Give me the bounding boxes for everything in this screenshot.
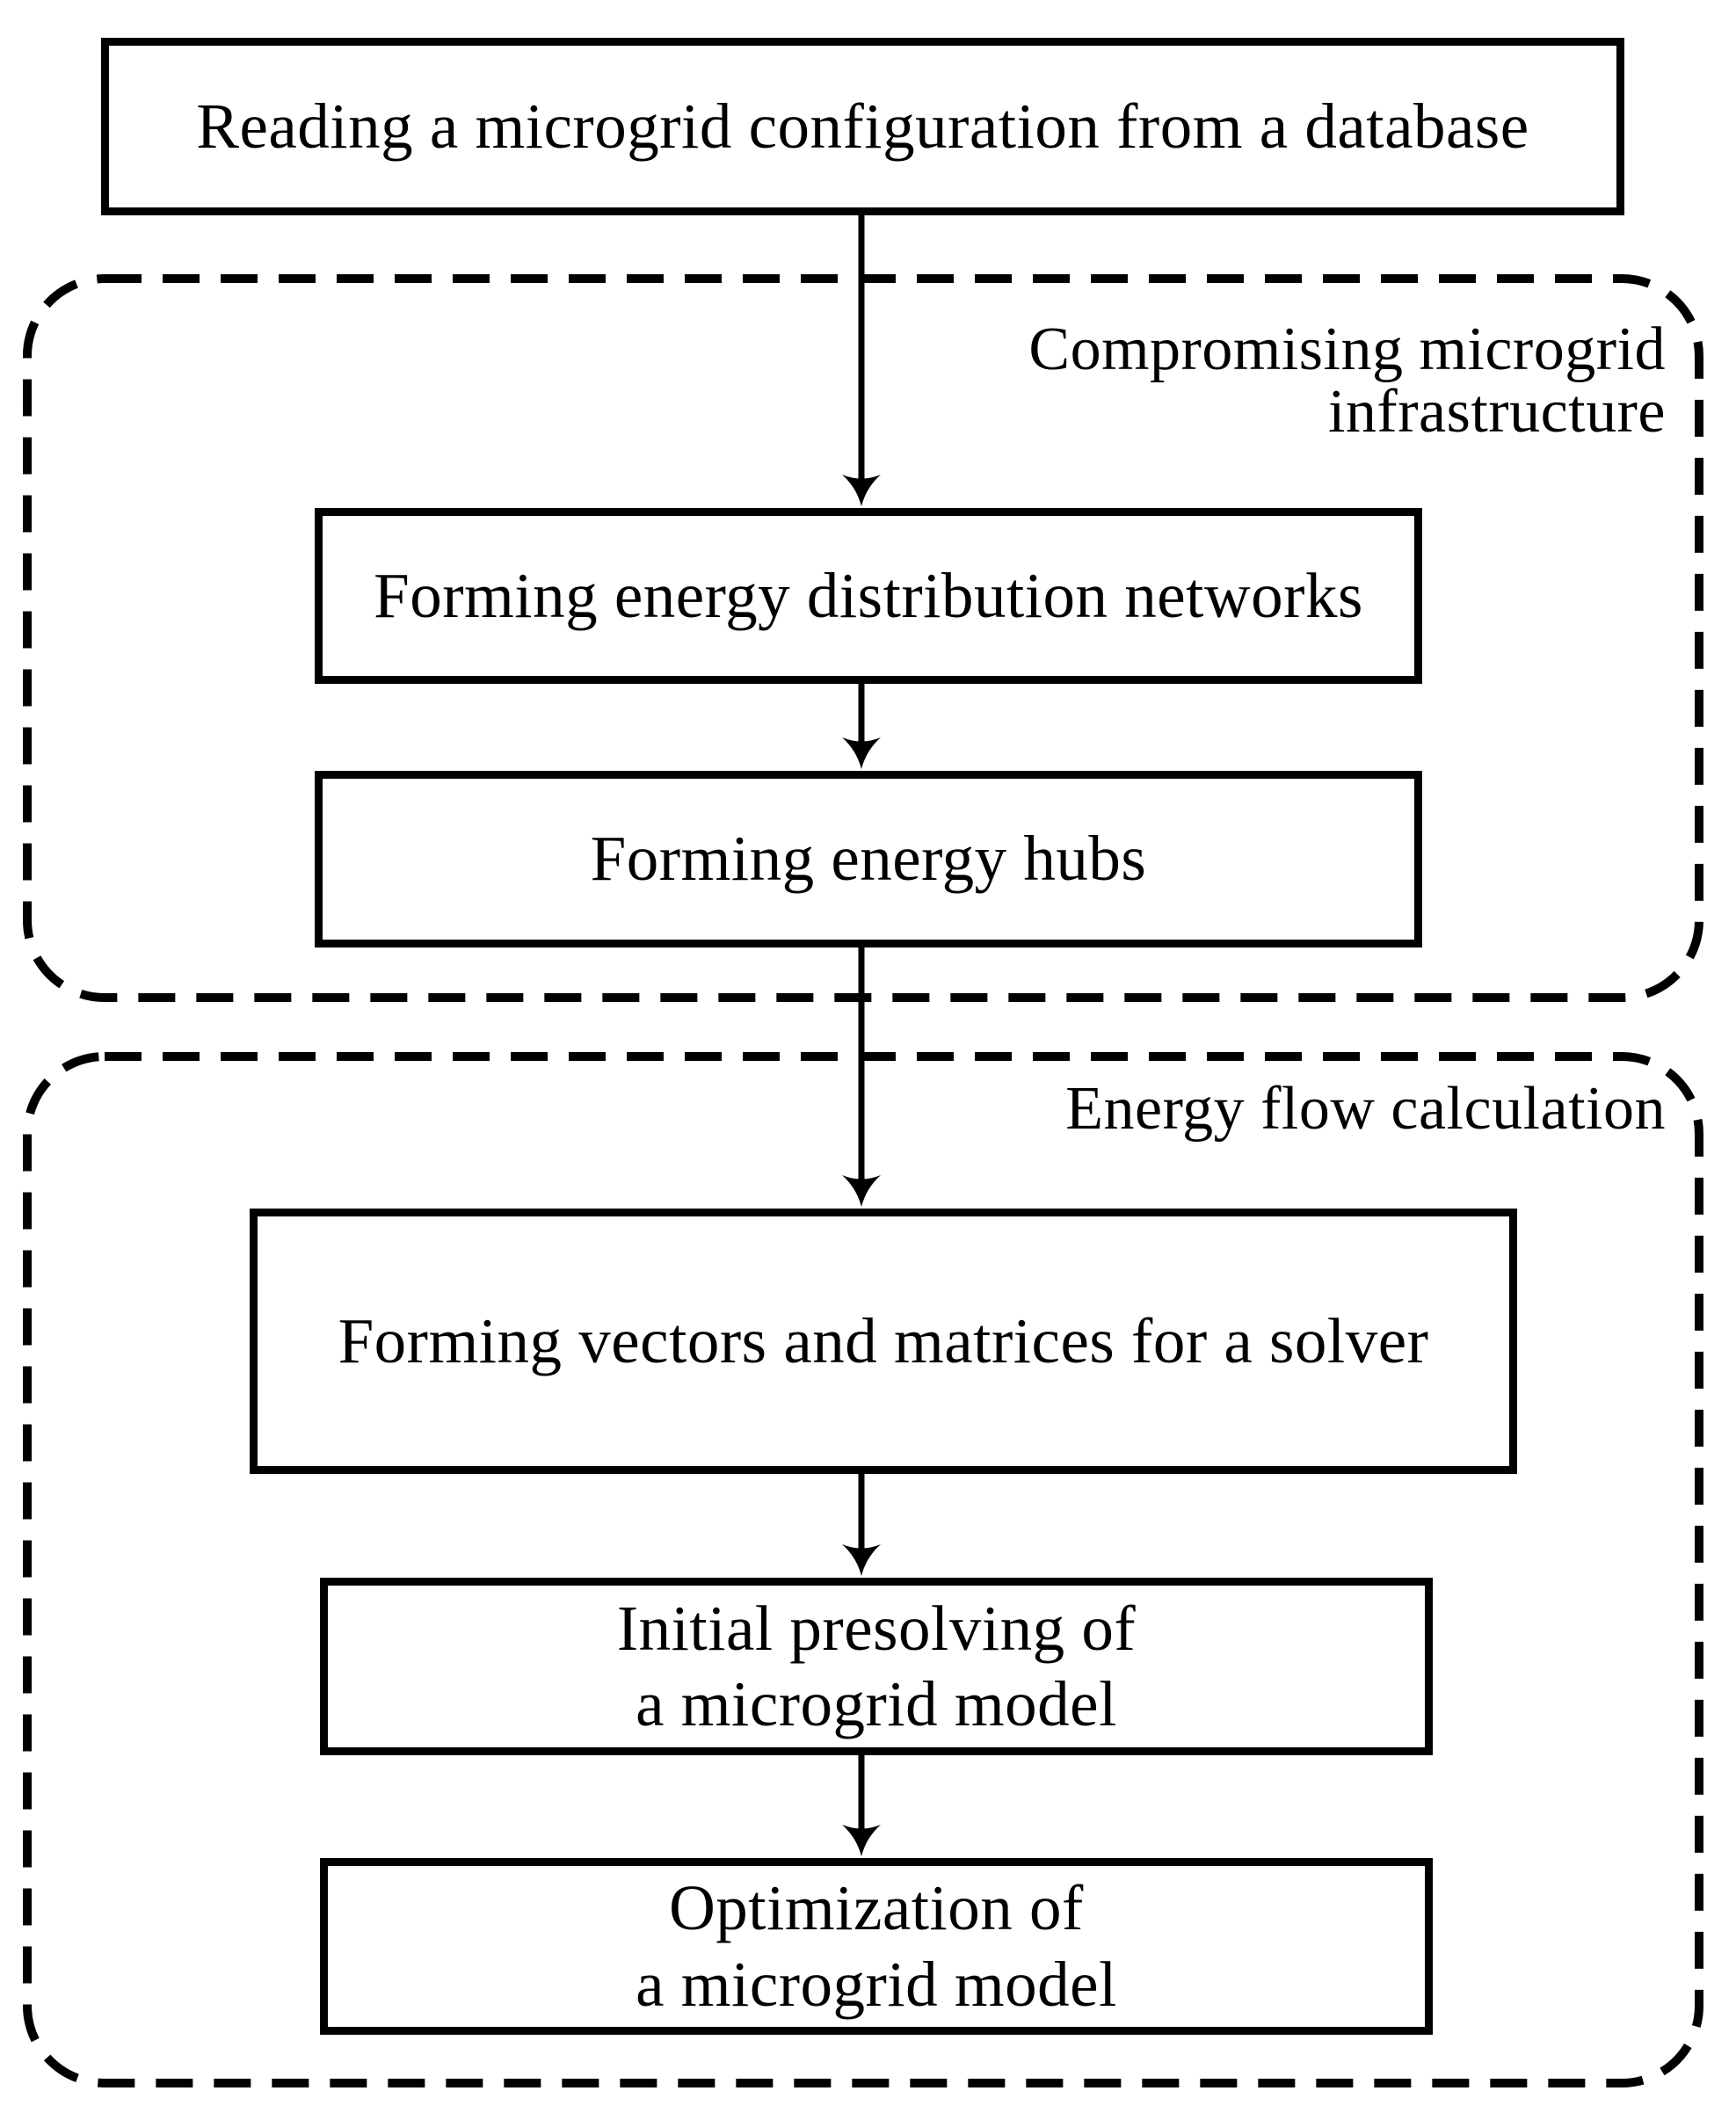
arrow-vectors-to-presolve [842,1474,881,1576]
arrow-distribution-to-hubs [842,684,881,769]
arrow-hubs-to-vectors [842,947,881,1207]
node-optimization: Optimization of a microgrid model [320,1858,1433,2035]
energy-flow-group-label: Energy flow calculation [1065,1075,1666,1143]
arrow-read-to-distribution [842,215,881,506]
node-forming-energy-hubs: Forming energy hubs [315,771,1422,947]
node-forming-distribution-networks: Forming energy distribution networks [315,508,1422,684]
node-initial-presolving: Initial presolving of a microgrid model [320,1578,1433,1755]
arrow-presolve-to-optimize [842,1755,881,1856]
node-reading-database: Reading a microgrid configuration from a… [101,38,1624,215]
infrastructure-group-label: Compromising microgrid infrastructure [1028,316,1666,447]
node-forming-vectors-matrices: Forming vectors and matrices for a solve… [250,1209,1517,1474]
